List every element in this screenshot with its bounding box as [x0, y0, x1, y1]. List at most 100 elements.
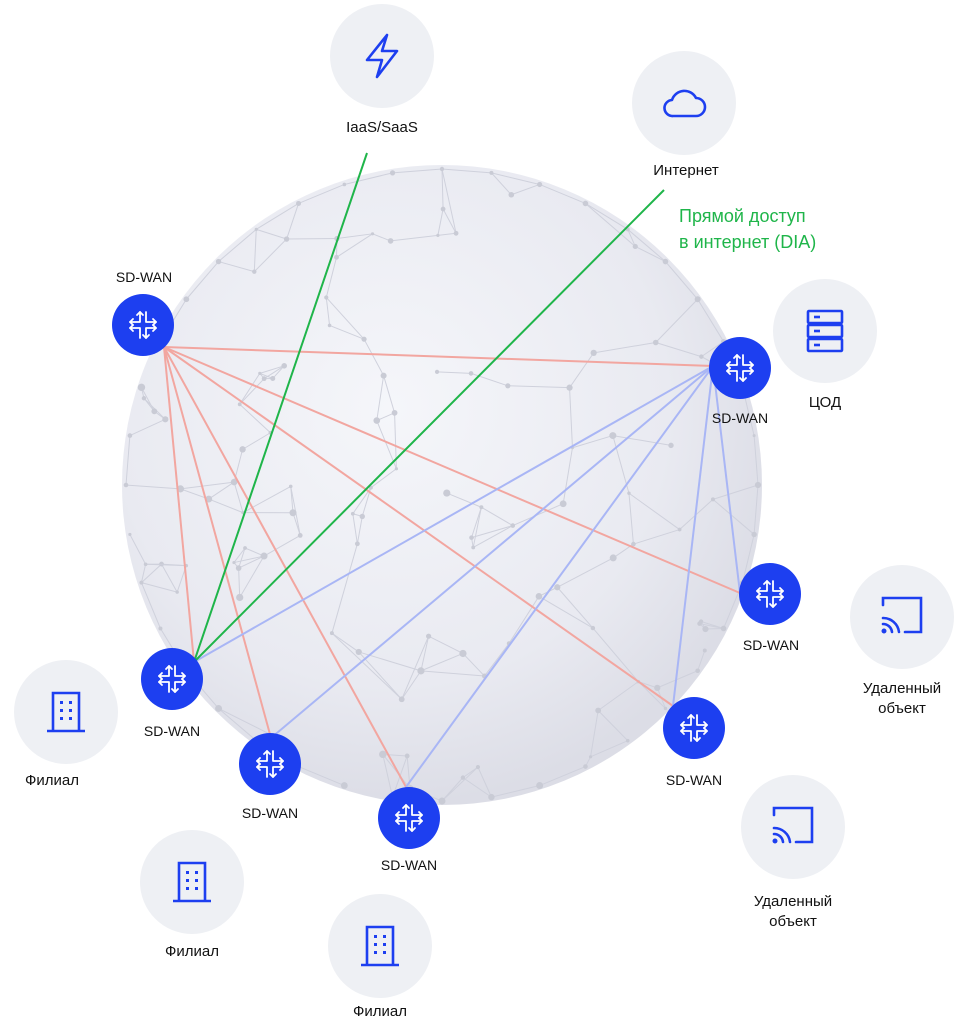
mesh-node [459, 649, 467, 658]
mesh-link-red-r1-r3 [163, 346, 741, 594]
mesh-edge [336, 233, 373, 240]
mesh-edge [627, 229, 636, 247]
mesh-node [479, 505, 484, 510]
mesh-edge [331, 632, 360, 653]
mesh-node [537, 181, 543, 188]
mesh-edge [665, 261, 699, 300]
mesh-node [342, 182, 347, 187]
mesh-node [370, 232, 375, 236]
dia-link-r5-dia [193, 189, 665, 663]
mesh-node [695, 668, 700, 674]
mesh-edge [556, 586, 594, 629]
mesh-node [475, 764, 481, 770]
mesh-edge [238, 555, 265, 569]
mesh-node [296, 200, 302, 206]
mesh-node [536, 782, 544, 790]
mesh-link-red-r1-r6 [163, 346, 272, 739]
mesh-node [694, 296, 701, 303]
mesh-edge [141, 387, 155, 412]
mesh-edge [437, 371, 472, 374]
mesh-edge [331, 543, 358, 634]
mesh-edge [539, 184, 586, 204]
mesh-edge [238, 547, 246, 569]
router-label-2: SD-WAN [711, 410, 769, 426]
mesh-node [439, 166, 445, 172]
mesh-edge [141, 563, 162, 584]
mesh-node [632, 243, 638, 250]
mesh-edge [272, 365, 285, 379]
endpoint-iaas-saas [330, 4, 434, 108]
mesh-node [237, 402, 242, 407]
mesh-edge [512, 503, 564, 527]
endpoint-branch-3 [328, 894, 432, 998]
mesh-link-blue-r2-r7 [405, 365, 714, 788]
mesh-edge [255, 203, 299, 230]
mesh-edge [470, 372, 508, 387]
mesh-node [139, 580, 144, 585]
mesh-edge [569, 387, 573, 448]
mesh-node [387, 238, 394, 244]
endpoint-branch-2 [140, 830, 244, 934]
mesh-edge [481, 506, 514, 527]
mesh-edge [627, 228, 666, 262]
mesh-edge [462, 777, 492, 798]
server-rack-icon [806, 309, 844, 353]
mesh-node [327, 323, 332, 328]
mesh-edge [233, 547, 246, 563]
mesh-edge [286, 203, 300, 240]
mesh-edge [208, 498, 244, 514]
mesh-node [752, 434, 756, 438]
mesh-node [471, 545, 476, 550]
remote-1-label-text: Удаленный объект [862, 680, 942, 717]
mesh-node [754, 481, 762, 489]
mesh-node [394, 467, 398, 471]
mesh-edge [383, 375, 396, 413]
sdwan-router-5 [141, 648, 203, 710]
mesh-edge [612, 435, 672, 446]
mesh-node [350, 511, 355, 516]
mesh-edge [125, 484, 181, 490]
mesh-node [654, 684, 661, 691]
mesh-edge [180, 488, 209, 500]
mesh-node [123, 482, 129, 488]
mesh-edge [263, 365, 285, 380]
mesh-edge [472, 525, 514, 548]
mesh-node [258, 371, 262, 375]
mesh-node [232, 560, 236, 565]
mesh-edge [382, 753, 408, 757]
router-arrows-icon [129, 311, 157, 339]
endpoint-data-center [773, 279, 877, 383]
mesh-edge [129, 534, 147, 565]
mesh-node [270, 375, 276, 381]
dia-label-line1: Прямой доступ [679, 206, 806, 226]
mesh-edge [161, 563, 178, 593]
mesh-edge [401, 670, 422, 700]
mesh-edge [356, 516, 363, 544]
mesh-node [417, 667, 425, 675]
mesh-node [137, 383, 146, 392]
endpoint-label-data-center: ЦОД [808, 394, 842, 411]
mesh-node [426, 633, 432, 639]
dia-link-r5-iaas [193, 152, 368, 663]
mesh-node [243, 546, 247, 550]
mesh-node [559, 500, 567, 508]
mesh-edge [712, 499, 755, 535]
mesh-node [159, 561, 164, 567]
mesh-edge [697, 298, 724, 342]
mesh-node [588, 755, 593, 759]
mesh-node [141, 396, 147, 401]
mesh-edge [218, 261, 255, 273]
mesh-node [373, 417, 381, 424]
mesh-node [627, 491, 631, 495]
mesh-node [609, 554, 617, 562]
mesh-edge [233, 481, 244, 513]
mesh-edge [633, 529, 680, 545]
sdwan-router-2 [709, 337, 771, 399]
mesh-node [440, 206, 446, 212]
mesh-edge [239, 555, 265, 598]
mesh-edge [420, 636, 430, 671]
mesh-edge [420, 653, 464, 672]
mesh-edge [491, 172, 540, 185]
mesh-node [289, 509, 297, 517]
